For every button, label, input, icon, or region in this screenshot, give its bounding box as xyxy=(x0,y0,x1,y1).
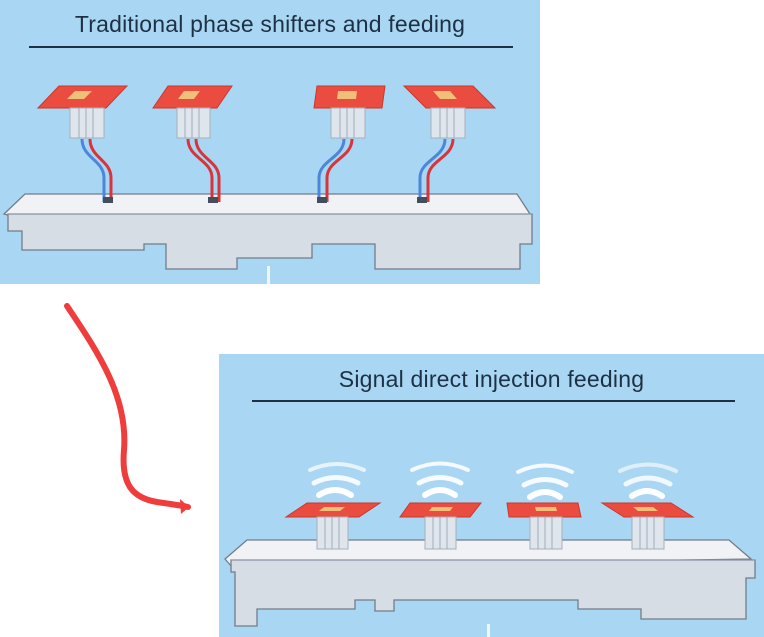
traditional-element-3 xyxy=(313,85,386,203)
traditional-feeding-panel: Traditional phase shifters and feeding xyxy=(0,0,540,284)
direct-injection-illustration xyxy=(224,461,756,637)
traditional-element-1 xyxy=(36,85,129,203)
traditional-element-2 xyxy=(152,85,233,203)
traditional-base-board xyxy=(2,193,533,284)
direct-base-board xyxy=(224,539,756,637)
direct-element-4 xyxy=(600,462,695,550)
direct-element-3 xyxy=(506,463,582,550)
direct-injection-title: Signal direct injection feeding xyxy=(338,366,645,392)
traditional-feeding-title-underline xyxy=(29,46,513,48)
traditional-element-4 xyxy=(402,85,497,203)
direct-injection-panel: Signal direct injection feeding xyxy=(219,354,764,637)
direct-element-2 xyxy=(399,461,483,550)
direct-element-1 xyxy=(284,462,382,550)
direct-injection-title-underline xyxy=(252,400,735,402)
traditional-feeding-illustration xyxy=(2,85,533,284)
traditional-feeding-title: Traditional phase shifters and feeding xyxy=(74,11,466,37)
